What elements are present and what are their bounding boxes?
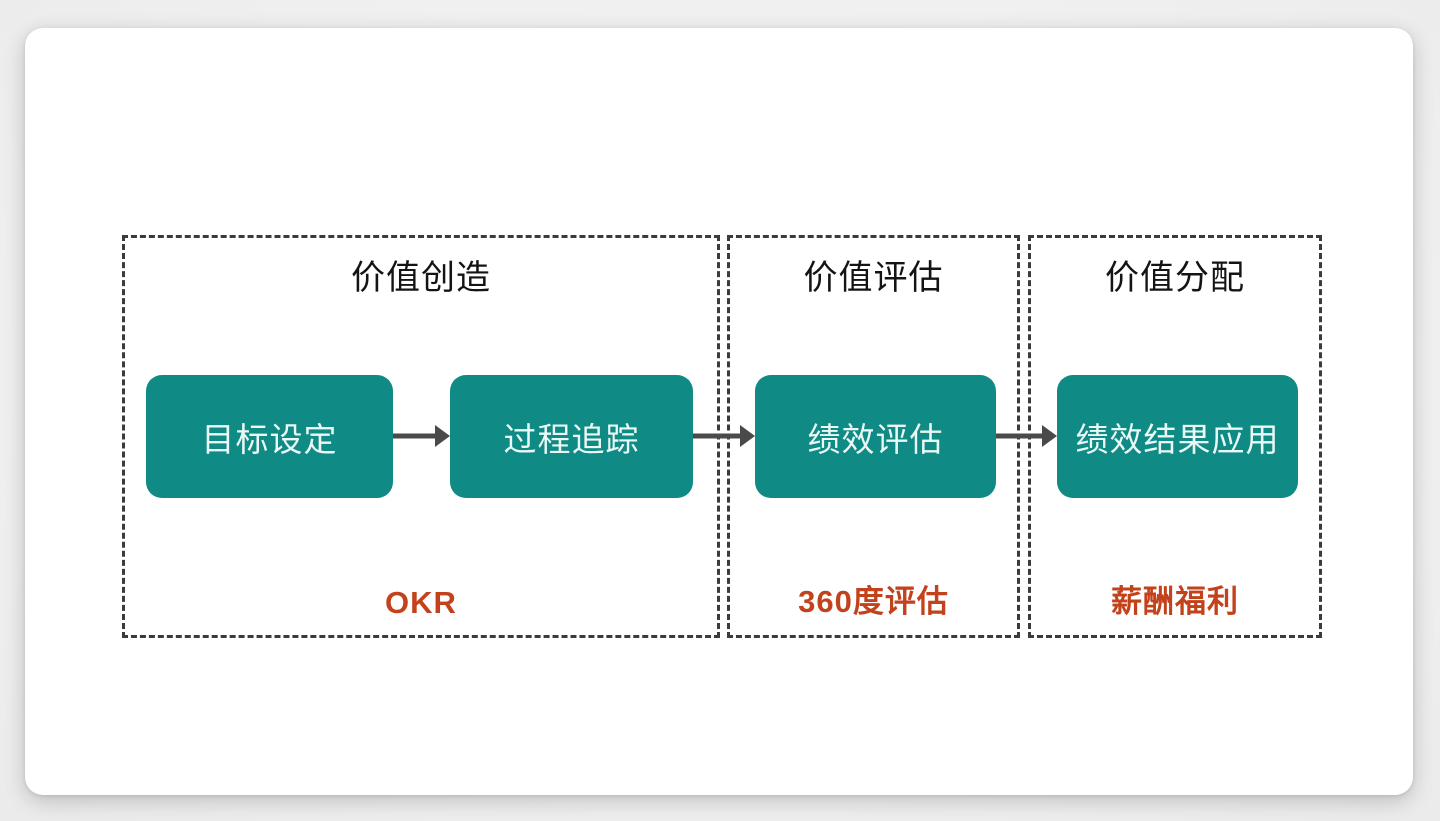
- phase-title: 价值评估: [803, 259, 944, 297]
- flow-arrow-right-icon: [693, 425, 755, 447]
- process-node-performance-evaluation: 绩效评估: [755, 375, 996, 498]
- flow-arrow-right-icon: [393, 425, 450, 447]
- phase-title: 价值分配: [1105, 259, 1245, 297]
- arrow-shaft: [393, 433, 437, 439]
- arrow-shaft: [996, 433, 1044, 439]
- process-node-label: 过程追踪: [503, 420, 640, 458]
- arrow-head: [740, 425, 755, 447]
- process-node-result-application: 绩效结果应用: [1057, 375, 1298, 498]
- flow-arrow-right-icon: [996, 425, 1057, 447]
- phase-method-label: 薪酬福利: [1111, 584, 1239, 619]
- phase-group-value-distribution: 价值分配 薪酬福利: [1028, 235, 1322, 638]
- phase-title: 价值创造: [351, 259, 491, 297]
- phase-method-label: 360度评估: [798, 584, 949, 619]
- slide-canvas: 价值创造 OKR 价值评估 360度评估 价值分配 薪酬福利 目标设定 过程追踪…: [25, 28, 1413, 795]
- process-node-label: 绩效评估: [807, 420, 944, 458]
- process-node-progress-tracking: 过程追踪: [450, 375, 693, 498]
- process-node-goal-setting: 目标设定: [146, 375, 393, 498]
- phase-method-label: OKR: [385, 585, 457, 620]
- arrow-shaft: [693, 433, 742, 439]
- arrow-head: [1042, 425, 1057, 447]
- arrow-head: [435, 425, 450, 447]
- process-node-label: 绩效结果应用: [1075, 420, 1280, 458]
- process-node-label: 目标设定: [201, 420, 338, 458]
